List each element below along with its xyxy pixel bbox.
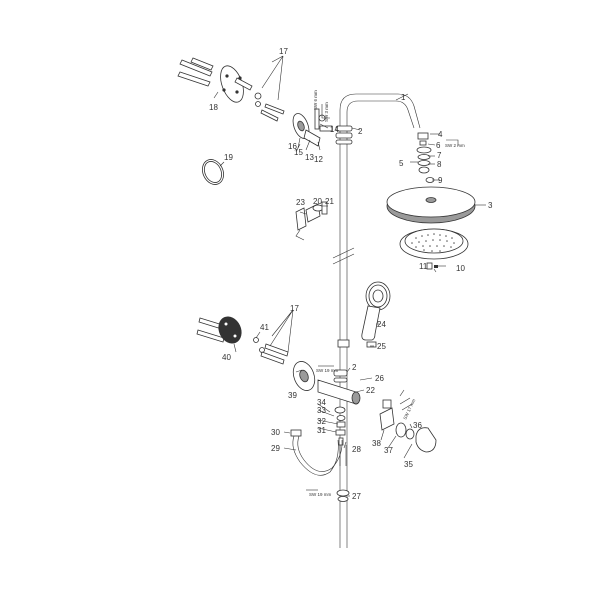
part-label-15: 15 (294, 148, 303, 157)
tool-size-sw19-mixer: SW 19 mm (316, 368, 339, 373)
part-label-26: 26 (375, 374, 384, 383)
part-label-10: 10 (456, 264, 465, 273)
part-label-5: 5 (399, 159, 404, 168)
part-label-23: 23 (296, 198, 305, 207)
part-label-38: 38 (372, 439, 381, 448)
part-label-32: 32 (317, 417, 326, 426)
part-label-19: 19 (224, 153, 233, 162)
part-label-20: 20 (313, 197, 322, 206)
part-label-17-lower: 17 (290, 304, 299, 313)
hex-key-icon (306, 104, 459, 491)
part-label-13: 13 (305, 153, 314, 162)
part-label-28: 28 (352, 445, 361, 454)
part-label-3: 3 (488, 201, 493, 210)
part-label-39: 39 (288, 391, 297, 400)
thermostat-valve (379, 397, 437, 453)
mixer-body (317, 369, 361, 466)
part-label-17-upper: 17 (279, 47, 288, 56)
part-label-37: 37 (384, 446, 393, 455)
part-label-14: 14 (330, 125, 339, 134)
hand-shower (361, 281, 391, 348)
part-label-22: 22 (366, 386, 375, 395)
connector-27 (336, 489, 350, 502)
part-label-40: 40 (222, 353, 231, 362)
part-label-35: 35 (404, 460, 413, 469)
part-label-16: 16 (288, 142, 297, 151)
riser-pipe (332, 93, 421, 548)
part-label-9: 9 (438, 176, 443, 185)
tool-size-sw19-hose: SW 19 mm (309, 492, 332, 497)
part-label-33: 33 (317, 406, 326, 415)
part-label-18: 18 (209, 103, 218, 112)
overhead-shower-assembly (386, 132, 476, 270)
part-label-4: 4 (438, 130, 443, 139)
part-label-21: 21 (325, 197, 334, 206)
part-label-6: 6 (436, 141, 441, 150)
hand-shower-holder (295, 201, 328, 241)
o-ring-19 (202, 159, 224, 185)
part-label-8: 8 (437, 160, 442, 169)
tool-size-sw2: SW 2 mm (445, 143, 465, 148)
part-label-31: 31 (317, 426, 326, 435)
part-label-27: 27 (352, 492, 361, 501)
part-label-34: 34 (317, 398, 326, 407)
part-label-30: 30 (271, 428, 280, 437)
tool-size-sw3: SW 3 mm (324, 102, 329, 122)
part-label-2-lower: 2 (352, 363, 357, 372)
part-label-25: 25 (377, 342, 386, 351)
part-label-2-upper: 2 (358, 127, 363, 136)
part-label-11: 11 (419, 262, 428, 271)
tool-size-sw6: SW 6 mm (313, 90, 318, 110)
shower-hose (290, 429, 343, 476)
lower-wall-bracket (196, 316, 316, 391)
part-label-24: 24 (377, 320, 386, 329)
part-label-41: 41 (260, 323, 269, 332)
upper-wall-bracket (177, 57, 333, 147)
part-label-1: 1 (401, 93, 406, 102)
part-number-labels: 1 2 3 4 5 6 7 8 9 10 11 12 13 14 15 16 1… (209, 47, 493, 501)
part-label-7: 7 (437, 151, 442, 160)
connector-2-upper (335, 125, 353, 145)
part-label-29: 29 (271, 444, 280, 453)
part-label-36: 36 (413, 421, 422, 430)
part-label-12: 12 (314, 155, 323, 164)
leader-lines (213, 55, 486, 497)
